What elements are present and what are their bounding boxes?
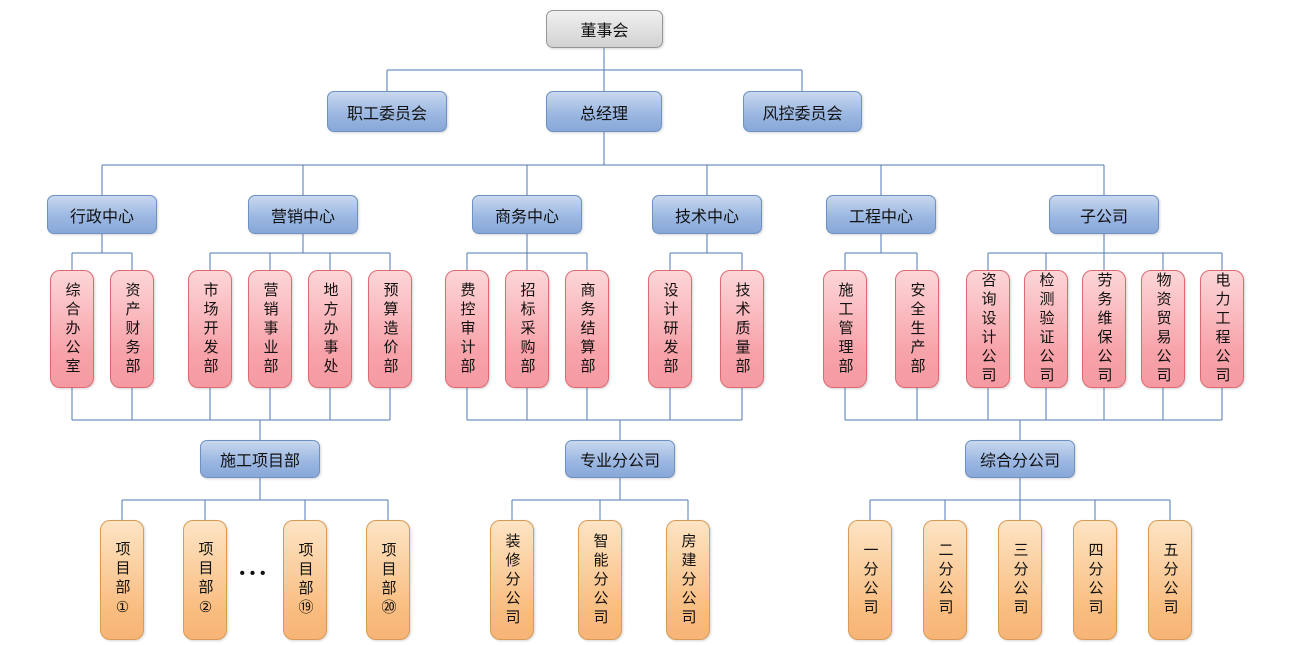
node-general-manager: 总经理 <box>546 91 662 132</box>
node-professional-branches: 专业分公司 <box>565 440 675 478</box>
node-subsidiaries: 子公司 <box>1049 195 1159 234</box>
node-decoration-branch: 装修分公司 <box>490 520 534 640</box>
node-labor-maintenance-company: 劳务维保公司 <box>1082 270 1126 388</box>
ellipsis: ••• <box>239 565 271 582</box>
node-branch-1: 一分公司 <box>848 520 892 640</box>
node-power-engineering-company: 电力工程公司 <box>1200 270 1244 388</box>
node-marketing-center: 营销中心 <box>248 195 358 234</box>
node-business-settlement-dept: 商务结算部 <box>565 270 609 388</box>
node-branch-4: 四分公司 <box>1073 520 1117 640</box>
node-risk-committee: 风控委员会 <box>743 91 862 132</box>
node-tech-center: 技术中心 <box>652 195 762 234</box>
node-project-dept-1: 项目部① <box>100 520 144 640</box>
node-market-dev-dept: 市场开发部 <box>188 270 232 388</box>
node-branch-5: 五分公司 <box>1148 520 1192 640</box>
node-project-dept-2: 项目部② <box>183 520 227 640</box>
node-cost-audit-dept: 费控审计部 <box>445 270 489 388</box>
node-consulting-design-company: 咨询设计公司 <box>966 270 1010 388</box>
node-project-dept-20: 项目部⑳ <box>366 520 410 640</box>
node-admin-center: 行政中心 <box>47 195 157 234</box>
node-branch-3: 三分公司 <box>998 520 1042 640</box>
node-project-dept-19: 项目部⑲ <box>283 520 327 640</box>
node-housing-branch: 房建分公司 <box>666 520 710 640</box>
node-materials-trading-company: 物资贸易公司 <box>1141 270 1185 388</box>
node-business-center: 商务中心 <box>472 195 582 234</box>
node-construction-project-dept: 施工项目部 <box>200 440 320 478</box>
node-bidding-procurement-dept: 招标采购部 <box>505 270 549 388</box>
node-marketing-business-dept: 营销事业部 <box>248 270 292 388</box>
node-engineering-center: 工程中心 <box>826 195 936 234</box>
node-branch-2: 二分公司 <box>923 520 967 640</box>
node-staff-committee: 职工委员会 <box>327 91 447 132</box>
node-tech-quality-dept: 技术质量部 <box>720 270 764 388</box>
node-local-office: 地方办事处 <box>308 270 352 388</box>
node-construction-mgmt-dept: 施工管理部 <box>823 270 867 388</box>
node-testing-certification-company: 检测验证公司 <box>1024 270 1068 388</box>
node-asset-finance-dept: 资产财务部 <box>110 270 154 388</box>
node-safety-production-dept: 安全生产部 <box>895 270 939 388</box>
node-design-rd-dept: 设计研发部 <box>648 270 692 388</box>
node-comprehensive-branches: 综合分公司 <box>965 440 1075 478</box>
node-budget-cost-dept: 预算造价部 <box>368 270 412 388</box>
node-intelligent-branch: 智能分公司 <box>578 520 622 640</box>
node-board: 董事会 <box>546 10 663 48</box>
node-general-office: 综合办公室 <box>50 270 94 388</box>
